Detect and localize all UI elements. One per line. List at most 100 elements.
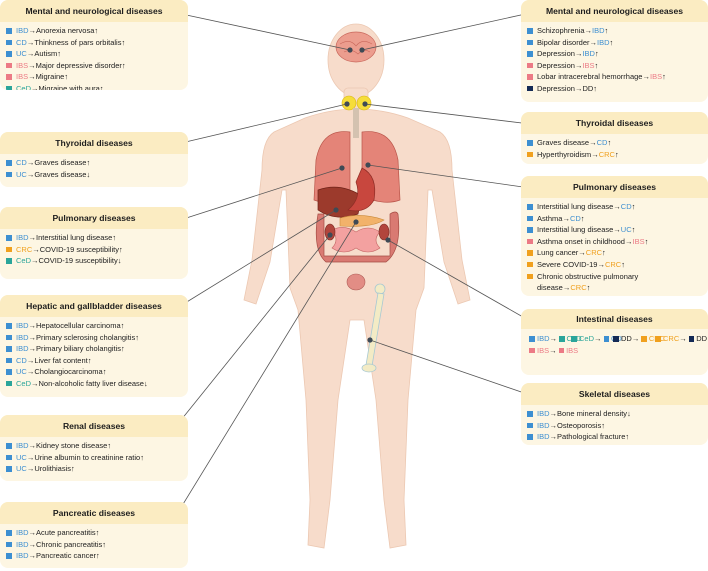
- legend-square-crc: [6, 246, 12, 253]
- arrow-glyph: →: [26, 367, 35, 377]
- direction-arrow: ↑: [107, 441, 112, 450]
- outcome-name: Liver fat content: [34, 355, 88, 365]
- direction-arrow: ↑: [614, 149, 619, 159]
- outcome-abbr: CD: [596, 138, 608, 147]
- box-body: CD→Graves disease↑UC→Graves disease↓: [0, 154, 188, 182]
- left-leader-line-1: [176, 103, 348, 145]
- list-item: Chronic obstructive pulmonary: [527, 271, 702, 283]
- direction-arrow: ↑: [95, 528, 100, 537]
- outcome-name: Primary sclerosing cholangitis: [36, 332, 136, 342]
- outcome-name: Autism: [34, 49, 58, 59]
- exposure-name: Depression: [537, 83, 575, 93]
- arrow-glyph: →: [26, 452, 35, 462]
- exposure-abbr: CD: [16, 355, 27, 365]
- direction-arrow: ↓: [627, 409, 631, 418]
- pair-item: IBS→IBS: [529, 345, 578, 357]
- arrow-glyph: →: [589, 37, 598, 47]
- arrow-glyph: →: [589, 138, 597, 147]
- direction-arrow: ↑: [121, 60, 126, 70]
- legend-square-ibs: [558, 347, 565, 354]
- legend-square-ced: [6, 85, 12, 90]
- legend-square-cd: [527, 215, 533, 222]
- legend-square-cd: [6, 160, 12, 166]
- exposure-abbr: UC: [16, 367, 27, 377]
- legend-square-ced: [559, 336, 565, 342]
- legend-square-crc: [641, 336, 647, 342]
- legend-square-cd: [527, 204, 533, 210]
- exposure-name: Asthma: [537, 213, 563, 223]
- direction-arrow: ↑: [86, 158, 91, 167]
- list-item: IBD→Chronic pancreatitis↑: [6, 539, 182, 551]
- right-leader-line-1: [364, 103, 531, 125]
- list-item: IBS→Migraine↑: [6, 71, 182, 83]
- list-item: CeD→Migraine with aura↑: [6, 83, 182, 90]
- list-item: UC→Graves disease↓: [6, 169, 182, 181]
- box-title: Hepatic and gallbladder diseases: [0, 295, 188, 317]
- legend-square-uc: [6, 466, 12, 472]
- arrow-glyph: →: [549, 420, 558, 430]
- arrow-glyph: →: [613, 202, 621, 211]
- exposure-name: Chronic obstructive pulmonary: [537, 271, 639, 281]
- box-title: Pulmonary diseases: [0, 207, 188, 229]
- legend-square-ibd: [6, 553, 12, 559]
- legend-square-uc: [527, 227, 533, 233]
- box-body: IBD→Interstitial lung disease↑CRC→COVID-…: [0, 229, 188, 269]
- legend-square-dd: [527, 85, 533, 92]
- outcome-name: Cholangiocarcinoma: [34, 367, 103, 377]
- outcome-name: Chronic pancreatitis: [36, 539, 103, 549]
- legend-square-ibd: [6, 235, 12, 241]
- exposure-abbr: IBD: [537, 432, 550, 442]
- legend-square-ibd: [527, 434, 533, 440]
- exposure-abbr: IBD: [16, 528, 29, 537]
- exposure-name: Asthma onset in childhood: [537, 236, 625, 246]
- legend-square-ibs: [527, 74, 533, 80]
- legend-square-ibd: [6, 28, 12, 34]
- box-body: IBD→Bone mineral density↓IBD→Osteoporosi…: [521, 405, 708, 445]
- outcome-name: Kidney stone disease: [36, 441, 108, 450]
- list-item: CRC→COVID-19 susceptibility↑: [6, 244, 182, 256]
- outcome-abbr: CRC: [598, 149, 615, 159]
- direction-arrow: ↑: [112, 233, 117, 242]
- arrow-glyph: →: [31, 378, 39, 388]
- list-item: Lung cancer→CRC↑: [527, 247, 702, 259]
- direction-arrow: ↓: [117, 256, 122, 266]
- direction-arrow: ↑: [135, 332, 139, 342]
- exposure-name: Interstitial lung disease: [537, 202, 614, 211]
- arrow-glyph: →: [594, 334, 602, 343]
- outcome-abbr: CRC: [570, 283, 587, 293]
- arrow-glyph: →: [31, 83, 39, 90]
- right-box-3: Intestinal diseasesIBD→CeDCeD→CDDD→CRCCR…: [521, 309, 708, 375]
- exposure-name: Schizophrenia: [537, 26, 585, 35]
- left-leader-dot-2-organ: [339, 165, 345, 171]
- outcome-name: Primary biliary cholangitis: [36, 344, 122, 354]
- box-title: Renal diseases: [0, 415, 188, 437]
- arrow-glyph: →: [549, 409, 558, 418]
- list-item: Bipolar disorder→IBD↑: [527, 37, 702, 49]
- exposure-name: Lung cancer: [537, 248, 579, 258]
- direction-arrow: ↑: [601, 420, 605, 430]
- exposure-name: Lobar intracerebral hemorrhage: [537, 72, 643, 82]
- direction-arrow: ↑: [96, 551, 100, 561]
- legend-square-ibs: [6, 62, 12, 69]
- exposure-abbr: CeD: [16, 256, 32, 266]
- box-title: Mental and neurological diseases: [521, 0, 708, 22]
- legend-square-cd: [527, 140, 533, 146]
- box-title: Mental and neurological diseases: [0, 0, 188, 22]
- brain-organ: [335, 31, 377, 63]
- arrow-glyph: →: [28, 344, 37, 354]
- pancreas-organ: [339, 215, 385, 227]
- arrow-glyph: →: [28, 233, 37, 242]
- arrow-glyph: →: [549, 334, 558, 343]
- exposure-abbr: IBD: [537, 409, 550, 418]
- arrow-glyph: →: [28, 528, 37, 537]
- legend-square-ced: [571, 336, 577, 342]
- direction-arrow: ↑: [604, 26, 609, 35]
- left-leader-line-3: [176, 209, 337, 309]
- list-item: IBD→Kidney stone disease↑: [6, 440, 182, 452]
- arrow-glyph: →: [613, 225, 621, 235]
